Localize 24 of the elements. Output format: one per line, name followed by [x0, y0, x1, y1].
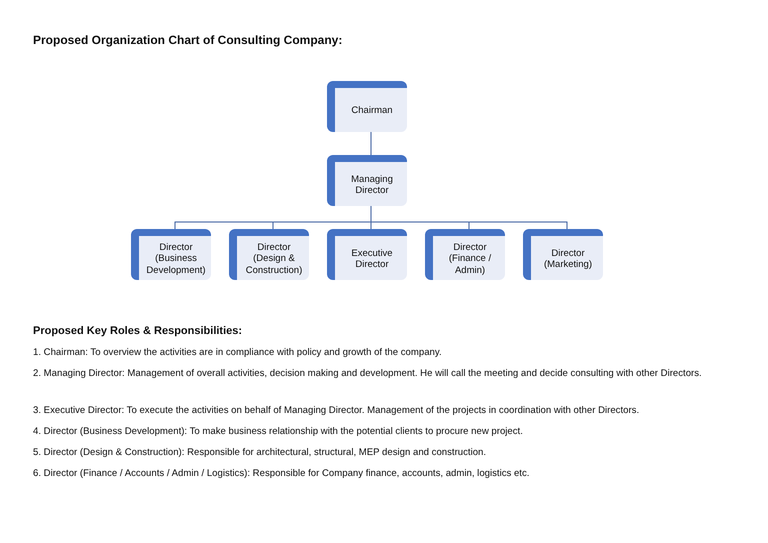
org-box [229, 229, 309, 280]
section-heading: Proposed Key Roles & Responsibilities: [33, 324, 244, 339]
responsibility-text: 2. Managing Director: Management of overall activities, decision making and development. He will call the meeting and decide consulting with other Directors. [33, 367, 703, 381]
org-box [327, 155, 407, 206]
responsibility-text: 5. Director (Design & Construction): Responsible for architectural, structural, MEP design and construction. [33, 446, 488, 460]
org-box [327, 229, 407, 280]
responsibility-text: 1. Chairman: To overview the activities are in compliance with policy and growth of the company. [33, 346, 443, 360]
role-title: Executive Director [350, 248, 394, 270]
role-title: Director (Business Development) [145, 242, 207, 276]
org-box [425, 229, 505, 280]
org-box [131, 229, 211, 280]
connector-line [370, 206, 568, 230]
role-title: Director (Finance / Admin) [448, 242, 492, 276]
connector-line [370, 132, 372, 156]
responsibility-text: 4. Director (Business Development): To make business relationship with the potential clients to procure new project. [33, 425, 524, 439]
org-box [523, 229, 603, 280]
responsibility-text: 3. Executive Director: To execute the activities on behalf of Managing Director. Management of the projects in coordination with other Directors. [33, 404, 640, 418]
role-title: Chairman [351, 105, 393, 117]
responsibility-text: 6. Director (Finance / Accounts / Admin / Logistics): Responsible for Company finance, accounts, admin, logistics etc. [33, 467, 530, 481]
role-title: Managing Director [350, 174, 394, 196]
role-title: Director (Marketing) [542, 248, 594, 270]
org-box [327, 81, 407, 132]
role-title: Director (Design & Construction) [244, 242, 304, 276]
chart-title: Proposed Organization Chart of Consulting Company: [33, 33, 342, 47]
